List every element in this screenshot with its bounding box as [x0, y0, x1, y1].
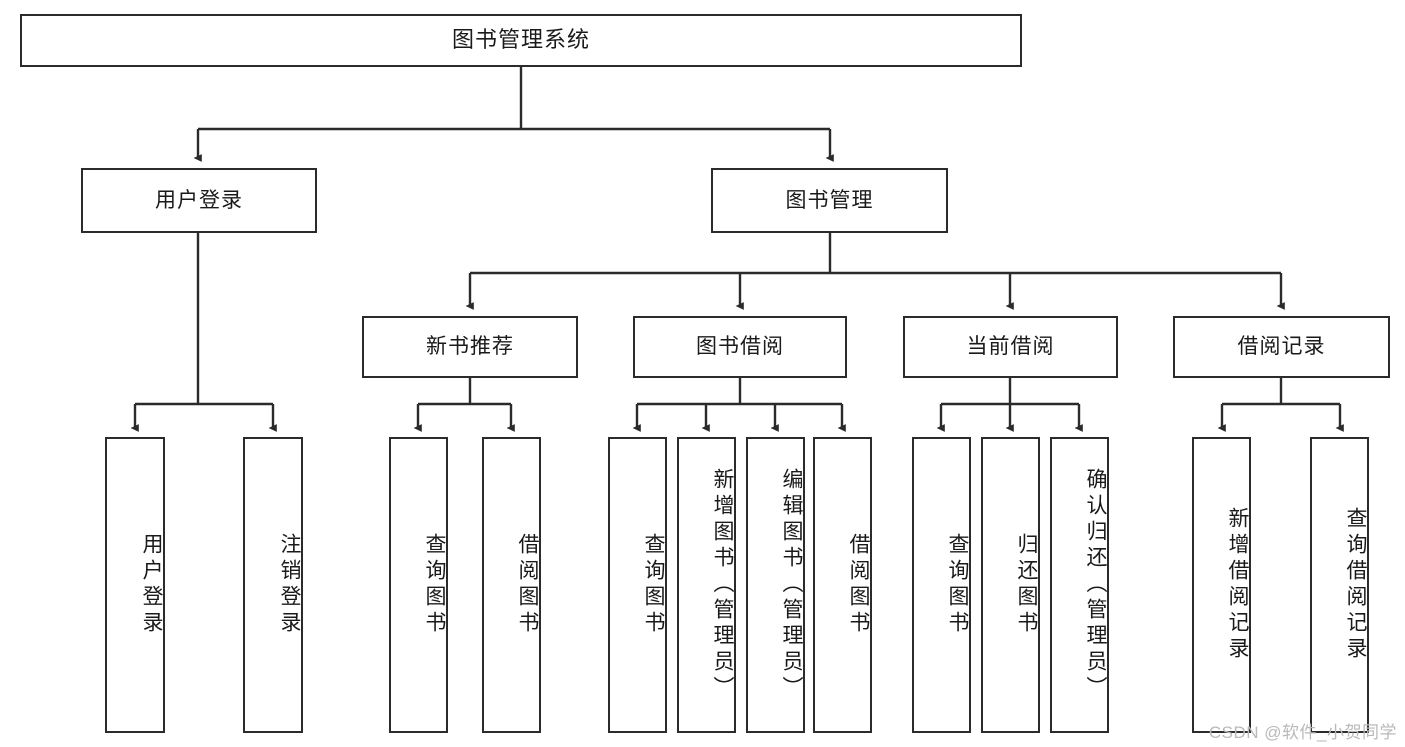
leaf-query-book-current[interactable]: 查询图书 — [912, 437, 971, 733]
leaf-query-book-borrow[interactable]: 查询图书 — [608, 437, 667, 733]
node-book-borrow[interactable]: 图书借阅 — [633, 316, 847, 378]
node-user-login[interactable]: 用户登录 — [81, 168, 317, 233]
leaf-logout-login[interactable]: 注销登录 — [243, 437, 303, 733]
leaf-borrow-book[interactable]: 借阅图书 — [813, 437, 872, 733]
node-book-management[interactable]: 图书管理 — [711, 168, 948, 233]
node-current-borrow[interactable]: 当前借阅 — [903, 316, 1118, 378]
leaf-query-borrow-record[interactable]: 查询借阅记录 — [1310, 437, 1369, 733]
leaf-user-login[interactable]: 用户登录 — [105, 437, 165, 733]
leaf-borrow-book-recommend[interactable]: 借阅图书 — [482, 437, 541, 733]
leaf-confirm-return-admin[interactable]: 确认归还（管理员） — [1050, 437, 1109, 733]
node-root-system[interactable]: 图书管理系统 — [20, 14, 1022, 67]
leaf-add-book-admin[interactable]: 新增图书（管理员） — [677, 437, 736, 733]
leaf-add-borrow-record[interactable]: 新增借阅记录 — [1192, 437, 1251, 733]
leaf-edit-book-admin[interactable]: 编辑图书（管理员） — [746, 437, 805, 733]
node-new-book-recommend[interactable]: 新书推荐 — [362, 316, 578, 378]
leaf-query-book-recommend[interactable]: 查询图书 — [389, 437, 448, 733]
node-borrow-record[interactable]: 借阅记录 — [1173, 316, 1390, 378]
leaf-return-book[interactable]: 归还图书 — [981, 437, 1040, 733]
